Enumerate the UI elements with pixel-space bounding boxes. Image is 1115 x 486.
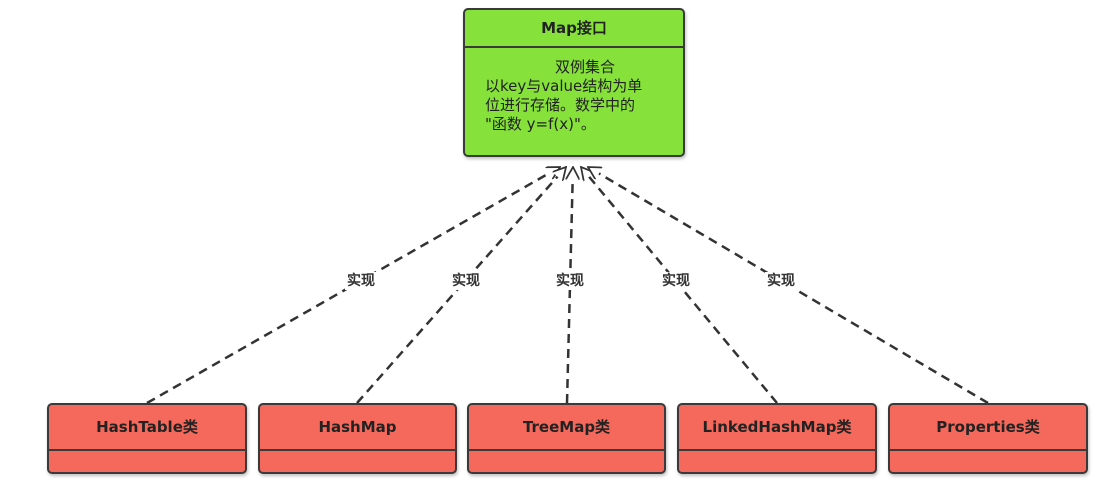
relation-label-linkedhashmap: 实现 <box>660 272 692 290</box>
description-line: 以key与value结构为单 <box>485 77 643 95</box>
map-interface-title: Map接口 <box>465 10 683 48</box>
description-line: "函数 y=f(x)"。 <box>485 115 596 133</box>
map-interface-box[interactable]: Map接口 双例集合 以key与value结构为单 位进行存储。数学中的 "函数… <box>463 8 685 157</box>
class-name: HashMap <box>260 405 455 451</box>
class-name: HashTable类 <box>49 405 245 451</box>
description-line: 位进行存储。数学中的 <box>485 96 636 114</box>
class-name: TreeMap类 <box>469 405 664 451</box>
class-name: LinkedHashMap类 <box>679 405 875 451</box>
relation-label-hashtable: 实现 <box>345 272 377 290</box>
link-hashtable <box>146 165 560 405</box>
class-name: Properties类 <box>890 405 1086 451</box>
link-treemap <box>567 167 573 404</box>
relation-label-hashmap: 实现 <box>450 272 482 290</box>
relation-label-treemap: 实现 <box>554 272 586 290</box>
class-box-treemap[interactable]: TreeMap类 <box>467 403 666 474</box>
class-box-properties[interactable]: Properties类 <box>888 403 1088 474</box>
class-box-hashtable[interactable]: HashTable类 <box>47 403 247 474</box>
description-line: 双例集合 <box>554 58 615 76</box>
class-box-linkedhashmap[interactable]: LinkedHashMap类 <box>677 403 877 474</box>
map-interface-description: 双例集合 以key与value结构为单 位进行存储。数学中的 "函数 y=f(x… <box>465 48 683 134</box>
class-box-hashmap[interactable]: HashMap <box>258 403 457 474</box>
relation-label-properties: 实现 <box>765 272 797 290</box>
